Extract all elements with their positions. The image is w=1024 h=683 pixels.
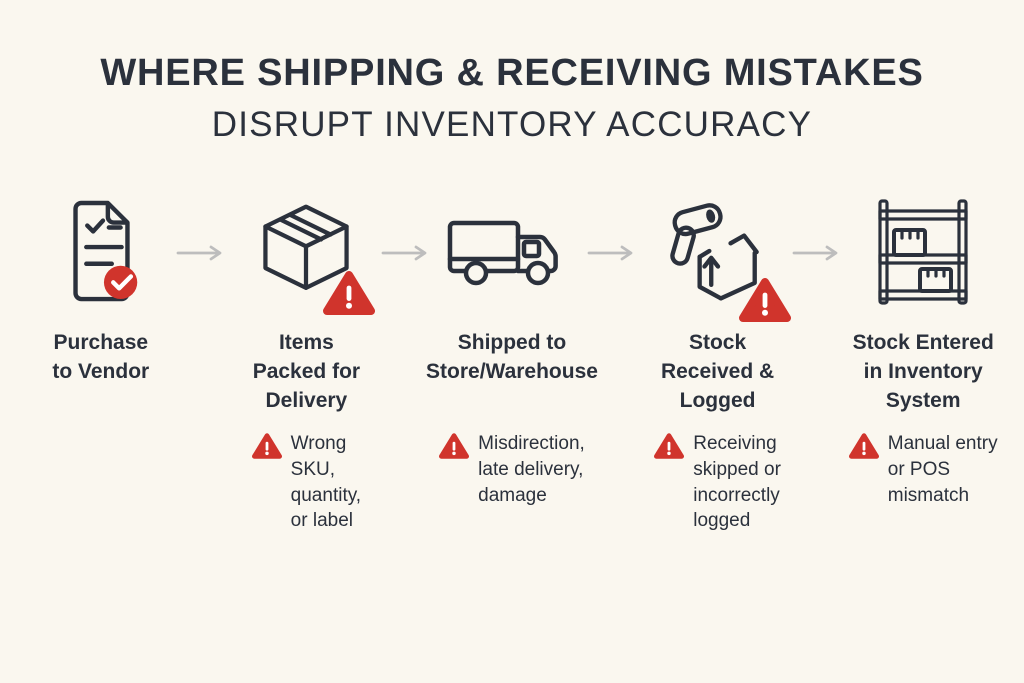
process-flow: Purchase to Vendor bbox=[0, 189, 1024, 534]
shelf-beam-icon bbox=[878, 208, 968, 221]
packed-box-icon bbox=[263, 204, 350, 290]
warning-badge-icon bbox=[323, 270, 376, 315]
check-circle-icon bbox=[103, 265, 138, 299]
warning-badge-icon bbox=[738, 277, 791, 322]
warning-note: Manual entry or POS mismatch bbox=[848, 431, 998, 508]
flow-arrow-icon bbox=[792, 245, 848, 261]
delivery-truck-icon bbox=[447, 220, 558, 285]
stage-items-packed: Items Packed for Delivery Wrong SKU, qua… bbox=[232, 189, 382, 534]
stage-stock-received: Stock Received & Logged Receiving skippe… bbox=[643, 189, 793, 534]
warning-note-text: Misdirection, late delivery, damage bbox=[478, 433, 585, 506]
barcode-scanner-box-icon bbox=[669, 202, 759, 301]
warning-triangle-icon bbox=[848, 433, 879, 459]
checkmark-line-icon bbox=[84, 217, 105, 234]
warning-triangle-icon bbox=[251, 433, 282, 459]
inventory-shelf-icon bbox=[878, 198, 968, 305]
flow-arrow-icon bbox=[381, 245, 437, 261]
flow-arrow-icon bbox=[176, 245, 232, 261]
warning-note: Receiving skipped or incorrectly logged bbox=[654, 431, 781, 534]
stage-label: Stock Entered in Inventory System bbox=[852, 331, 994, 412]
stage-label: Purchase to Vendor bbox=[52, 331, 150, 383]
warning-note-text: Wrong SKU, quantity, or label bbox=[290, 433, 362, 532]
shelf-post-icon bbox=[878, 198, 889, 305]
open-box-icon bbox=[697, 232, 759, 301]
stage-shipped: Shipped to Store/Warehouse Misdirection,… bbox=[426, 189, 598, 508]
warning-triangle-icon bbox=[439, 433, 470, 459]
scanner-handle-icon bbox=[669, 225, 696, 266]
shelf-post-icon bbox=[957, 198, 968, 305]
warning-triangle-icon bbox=[654, 433, 685, 459]
shelf-box-icon bbox=[892, 227, 928, 257]
stage-label: Shipped to Store/Warehouse bbox=[426, 331, 598, 383]
warning-note: Wrong SKU, quantity, or label bbox=[251, 431, 362, 534]
flow-arrow-icon bbox=[587, 245, 643, 261]
warning-note: Misdirection, late delivery, damage bbox=[439, 431, 585, 508]
warning-note-text: Receiving skipped or incorrectly logged bbox=[693, 433, 781, 532]
stage-label: Stock Received & Logged bbox=[660, 331, 775, 412]
stage-label: Items Packed for Delivery bbox=[252, 331, 361, 412]
scanner-lens-icon bbox=[705, 209, 715, 223]
purchase-order-document-icon bbox=[73, 200, 138, 301]
title-line-1: WHERE SHIPPING & RECEIVING MISTAKES bbox=[100, 52, 924, 94]
title-line-2: DISRUPT INVENTORY ACCURACY bbox=[211, 105, 813, 144]
scanner-head-icon bbox=[672, 202, 723, 236]
shelf-box-icon bbox=[918, 266, 954, 293]
stage-purchase-to-vendor: Purchase to Vendor bbox=[26, 189, 176, 429]
truck-wheel-icon bbox=[525, 260, 551, 285]
title-block: WHERE SHIPPING & RECEIVING MISTAKES DISR… bbox=[0, 52, 1024, 145]
stage-stock-entered: Stock Entered in Inventory System Manual… bbox=[848, 189, 998, 508]
truck-wheel-icon bbox=[463, 260, 489, 285]
warning-note-text: Manual entry or POS mismatch bbox=[887, 433, 998, 506]
